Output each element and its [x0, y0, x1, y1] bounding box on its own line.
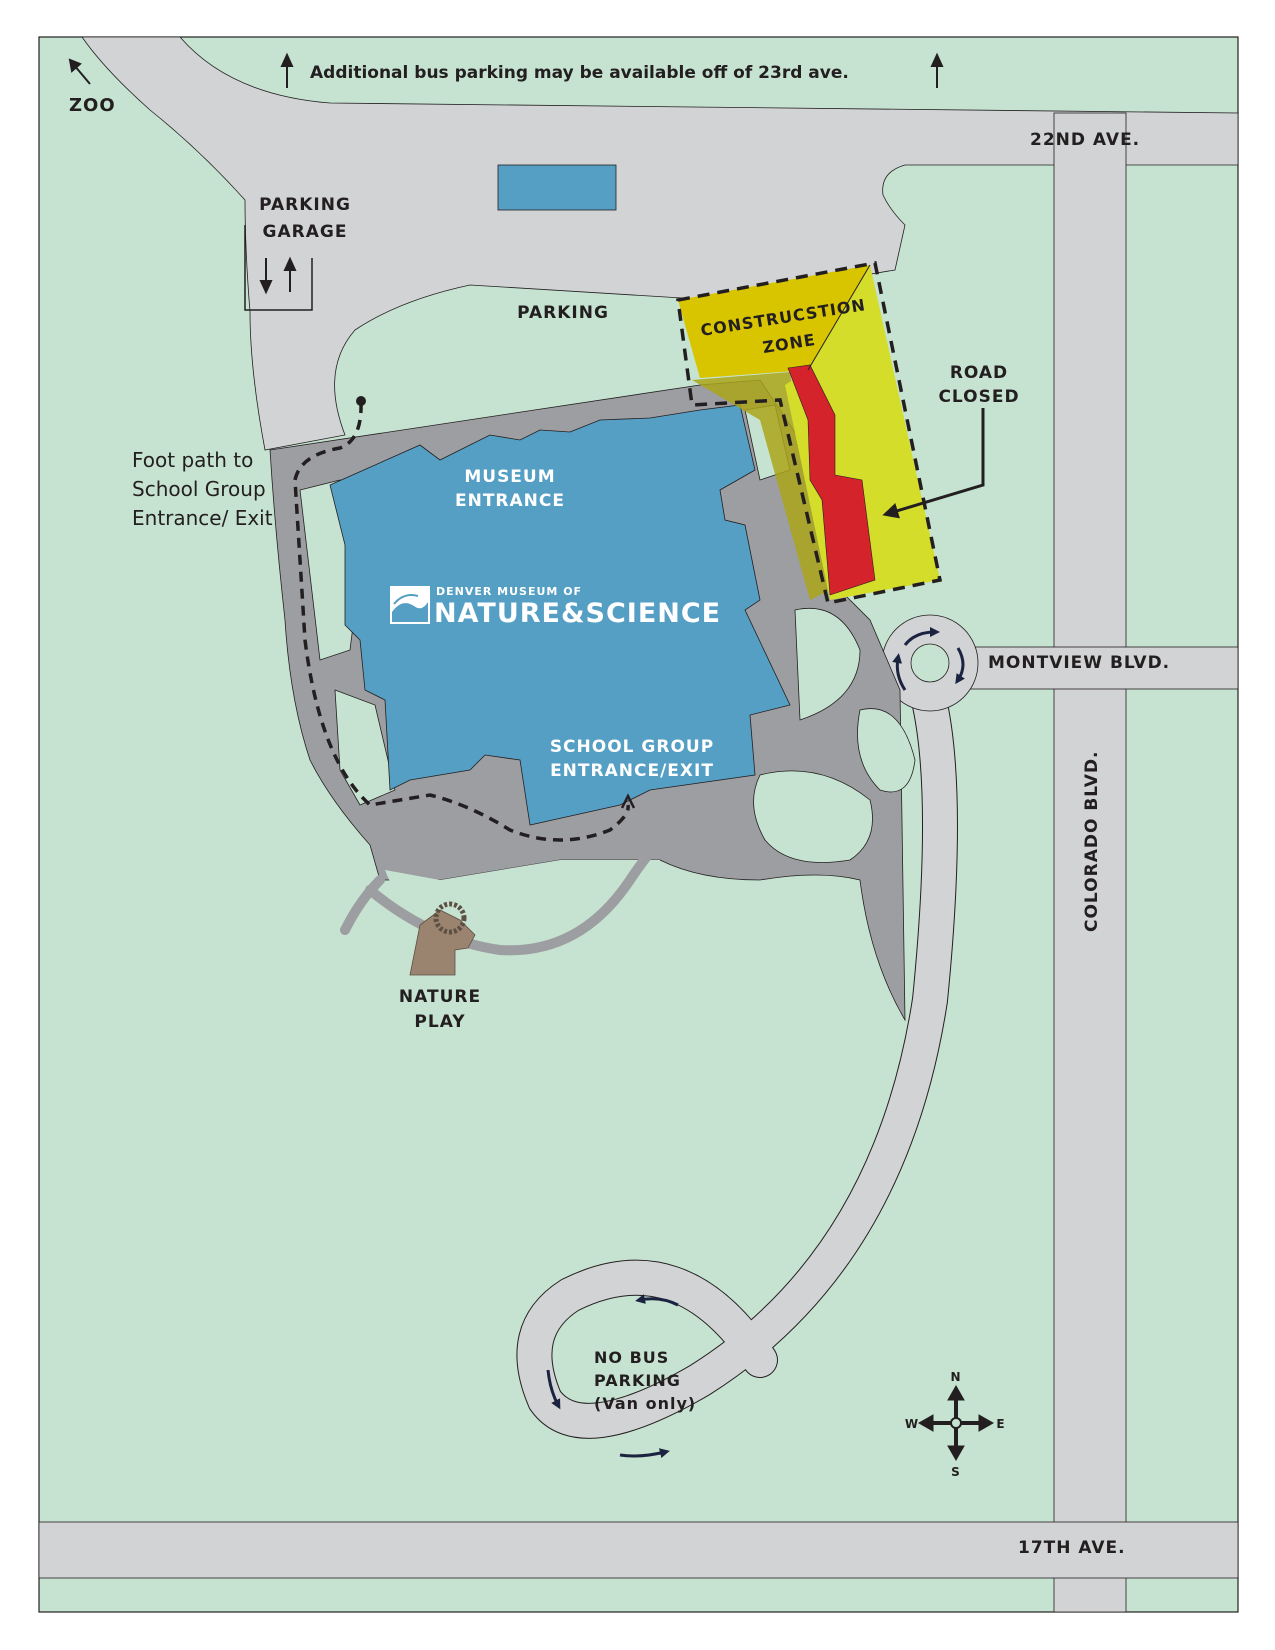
- parking-garage-label-1: PARKING: [259, 195, 351, 215]
- garage-arrows-icon: [259, 256, 297, 295]
- arrow-up-icon: [280, 52, 944, 88]
- logo-main-text: NATURE&SCIENCE: [434, 598, 721, 629]
- no-bus-label-2: PARKING: [594, 1371, 681, 1390]
- road-22nd-ave: [81, 36, 1239, 451]
- roundabout-island: [910, 643, 950, 683]
- museum-building: [329, 404, 791, 826]
- museum-entrance-label-2: ENTRANCE: [455, 491, 565, 511]
- pool-rect: [497, 164, 617, 211]
- logo-top-text: DENVER MUSEUM OF: [436, 585, 582, 598]
- street-montview: MONTVIEW BLVD.: [988, 653, 1170, 673]
- compass-s: S: [951, 1465, 961, 1479]
- zoo-arrow-icon: [68, 58, 91, 85]
- footpath-west: [340, 875, 385, 935]
- loop-drive: [516, 687, 958, 1439]
- compass-n: N: [950, 1370, 961, 1384]
- road-colorado-blvd: [1053, 112, 1127, 1613]
- foot-path-start: [356, 396, 366, 406]
- parking-garage-label-2: GARAGE: [263, 222, 348, 242]
- street-22nd-ave: 22ND AVE.: [1030, 130, 1140, 150]
- street-17th-ave: 17TH AVE.: [1018, 1538, 1126, 1558]
- foot-path-label-3: Entrance/ Exit: [132, 506, 273, 530]
- compass-e: E: [996, 1417, 1005, 1431]
- loop-flow-arrows: [546, 1294, 679, 1459]
- nature-play-label-2: PLAY: [414, 1012, 465, 1032]
- road-closed-label-1: ROAD: [950, 363, 1008, 383]
- ram-statue-icon: [409, 901, 476, 976]
- road-closed-pointer: [882, 408, 985, 519]
- street-colorado: COLORADO BLVD.: [1082, 750, 1102, 932]
- construction-zone-dark: [678, 265, 870, 378]
- museum-entrance-label-1: MUSEUM: [464, 467, 555, 487]
- foot-path-dashed: [293, 402, 630, 842]
- road-17th-ave: [38, 1521, 1239, 1579]
- zoo-label: ZOO: [69, 95, 116, 116]
- wave-logo-icon: [390, 586, 430, 624]
- parking-garage-outline: [244, 225, 313, 311]
- construction-boundary: [676, 260, 943, 606]
- compass-w: W: [905, 1417, 919, 1431]
- parking-label: PARKING: [517, 303, 609, 323]
- nature-play-label-1: NATURE: [399, 987, 481, 1007]
- school-group-label-1: SCHOOL GROUP: [550, 737, 714, 757]
- foot-path-label-1: Foot path to: [132, 448, 253, 472]
- school-group-label-2: ENTRANCE/EXIT: [550, 761, 714, 781]
- road-closed-label-2: CLOSED: [938, 387, 1019, 407]
- no-bus-label-3: (Van only): [594, 1394, 696, 1413]
- no-bus-label-1: NO BUS: [594, 1348, 669, 1367]
- construction-divider: [807, 264, 871, 371]
- flow-arrow-icon: [892, 627, 965, 691]
- compass-rose-icon: [917, 1384, 995, 1462]
- closed-road: [787, 364, 876, 596]
- top-note: Additional bus parking may be available …: [310, 63, 849, 83]
- foot-path-end-arrow: [620, 793, 636, 809]
- foot-path-label-2: School Group: [132, 477, 266, 501]
